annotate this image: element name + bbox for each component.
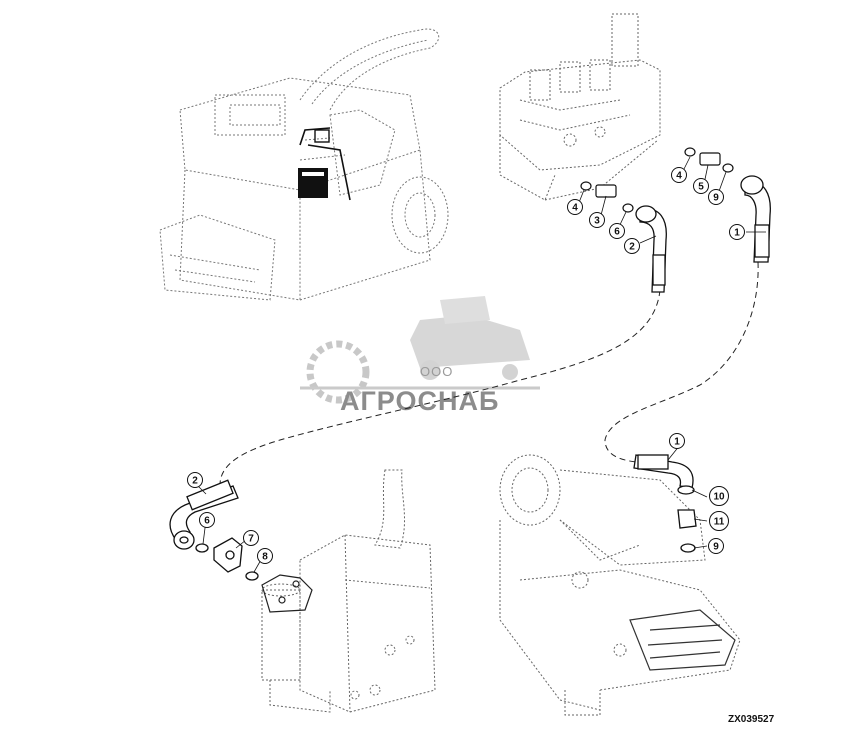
callout-6-upper: 6 <box>609 223 625 239</box>
callout-9-lower: 9 <box>708 538 724 554</box>
callout-7-label: 7 <box>248 534 254 545</box>
callout-1-upper: 1 <box>729 224 745 240</box>
pump-drive-illustration <box>499 454 741 716</box>
figure-reference: ZX039527 <box>728 714 775 725</box>
lower-right-hose-assembly <box>633 454 697 553</box>
callout-9-upper-label: 9 <box>713 193 719 204</box>
callout-5: 5 <box>693 178 709 194</box>
callout-3-label: 3 <box>594 216 600 227</box>
watermark-company-name: АГРОСНАБ <box>340 386 499 416</box>
gear-pump-illustration <box>629 609 736 671</box>
filter-head-illustration <box>261 574 313 613</box>
callout-6-lower: 6 <box>199 512 215 528</box>
callout-11: 11 <box>709 511 729 531</box>
callout-2-lower-label: 2 <box>192 476 198 487</box>
callout-3: 3 <box>589 212 605 228</box>
watermark-company-prefix: ООО <box>420 364 453 379</box>
callout-1-lower: 1 <box>669 433 685 449</box>
upper-hose-assembly-2 <box>635 205 667 293</box>
callout-10-label: 10 <box>713 492 725 503</box>
hydraulic-tank-illustration <box>261 469 436 713</box>
callout-4-left: 4 <box>567 199 583 215</box>
control-valve-block-illustration <box>499 13 661 201</box>
callout-2-upper-label: 2 <box>629 242 635 253</box>
callout-4-left-label: 4 <box>572 203 578 214</box>
callout-1-upper-label: 1 <box>734 228 740 239</box>
callout-6-lower-label: 6 <box>204 516 210 527</box>
watermark-logo <box>300 296 540 404</box>
hose-route-lines <box>219 261 759 486</box>
callout-9-upper: 9 <box>708 189 724 205</box>
callout-4-right: 4 <box>671 167 687 183</box>
callout-5-label: 5 <box>698 182 704 193</box>
callout-2-lower: 2 <box>187 472 203 488</box>
callout-6-upper-label: 6 <box>614 227 620 238</box>
callout-8-label: 8 <box>262 552 268 563</box>
valve-block-location-marker <box>298 127 351 201</box>
callout-7: 7 <box>243 530 259 546</box>
callout-4-right-label: 4 <box>676 171 682 182</box>
callout-8: 8 <box>257 548 273 564</box>
callout-9-lower-label: 9 <box>713 542 719 553</box>
upper-hose-assembly-1 <box>740 175 771 263</box>
lower-left-hose-assembly <box>169 479 259 581</box>
callout-10: 10 <box>709 486 729 506</box>
callout-1-lower-label: 1 <box>674 437 680 448</box>
upper-fittings <box>580 147 734 213</box>
callout-2-upper: 2 <box>624 238 640 254</box>
callout-11-label: 11 <box>714 517 725 528</box>
engine-overview-illustration <box>159 28 449 301</box>
